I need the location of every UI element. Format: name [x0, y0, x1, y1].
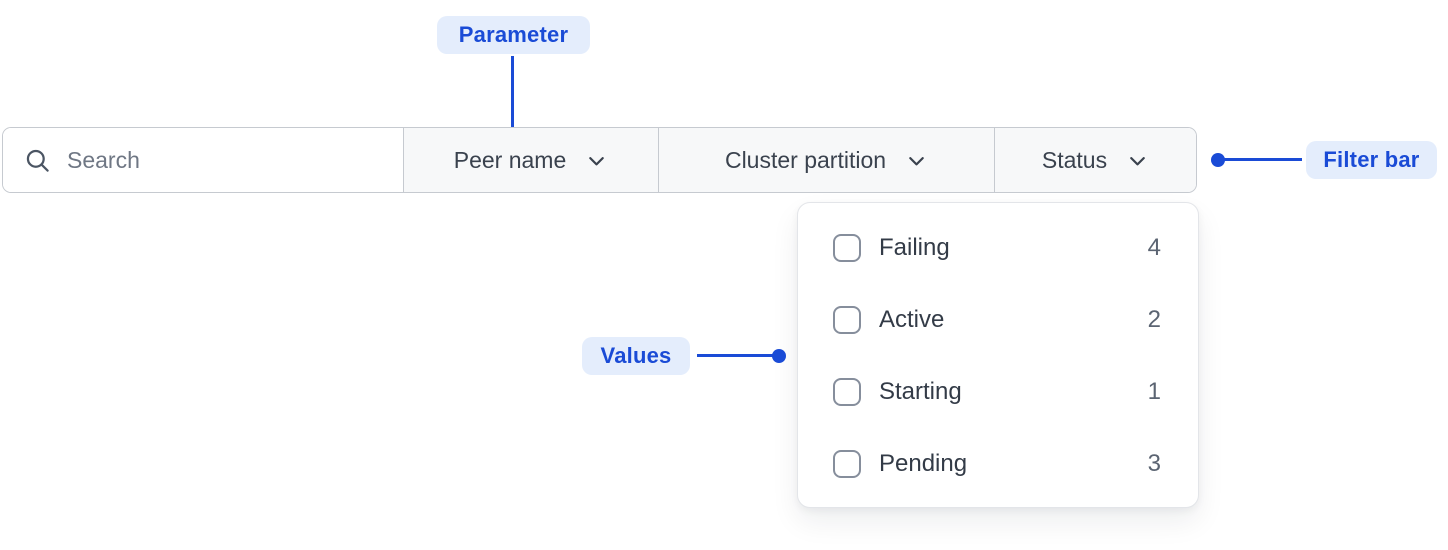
annotation-filter-bar-label: Filter bar — [1306, 141, 1437, 179]
filter-dropdown-label: Status — [1041, 146, 1108, 173]
option-count: 3 — [1147, 450, 1161, 477]
search-section — [3, 128, 403, 192]
checkbox-pending[interactable] — [833, 450, 861, 478]
filter-bar-connector-line — [1224, 158, 1302, 161]
filter-dropdown-label: Cluster partition — [724, 146, 887, 173]
search-input[interactable] — [67, 146, 403, 174]
option-label: Starting — [879, 378, 962, 405]
option-label: Failing — [879, 234, 950, 261]
option-count: 1 — [1147, 378, 1161, 405]
checkbox-failing[interactable] — [833, 234, 861, 262]
values-connector-line — [697, 354, 774, 357]
option-count: 4 — [1147, 234, 1161, 261]
annotation-values-label: Values — [582, 337, 690, 375]
option-label: Pending — [879, 450, 968, 477]
parameter-connector-line — [511, 56, 514, 135]
filter-dropdown-status[interactable]: Status — [994, 128, 1196, 192]
option-label: Active — [879, 306, 945, 333]
checkbox-active[interactable] — [833, 306, 861, 334]
filter-bar-connector-dot — [1211, 153, 1225, 167]
values-connector-dot — [772, 349, 786, 363]
status-option-failing[interactable]: Failing 4 — [798, 212, 1198, 284]
checkbox-starting[interactable] — [833, 378, 861, 406]
option-count: 2 — [1147, 306, 1161, 333]
filter-dropdown-peer-name[interactable]: Peer name — [403, 128, 658, 192]
annotation-parameter-label: Parameter — [437, 16, 590, 54]
chevron-down-icon — [589, 156, 605, 165]
filter-bar: Peer name Cluster partition Status — [2, 127, 1197, 193]
filter-dropdown-cluster-partition[interactable]: Cluster partition — [658, 128, 994, 192]
filter-dropdown-label: Peer name — [453, 146, 567, 173]
chevron-down-icon — [1130, 156, 1145, 165]
status-option-starting[interactable]: Starting 1 — [798, 356, 1198, 428]
search-icon — [26, 149, 49, 172]
status-dropdown-panel: Failing 4 Active 2 Starting 1 Pending 3 — [797, 202, 1199, 508]
status-option-pending[interactable]: Pending 3 — [798, 428, 1198, 500]
chevron-down-icon — [909, 156, 924, 165]
status-option-active[interactable]: Active 2 — [798, 284, 1198, 356]
